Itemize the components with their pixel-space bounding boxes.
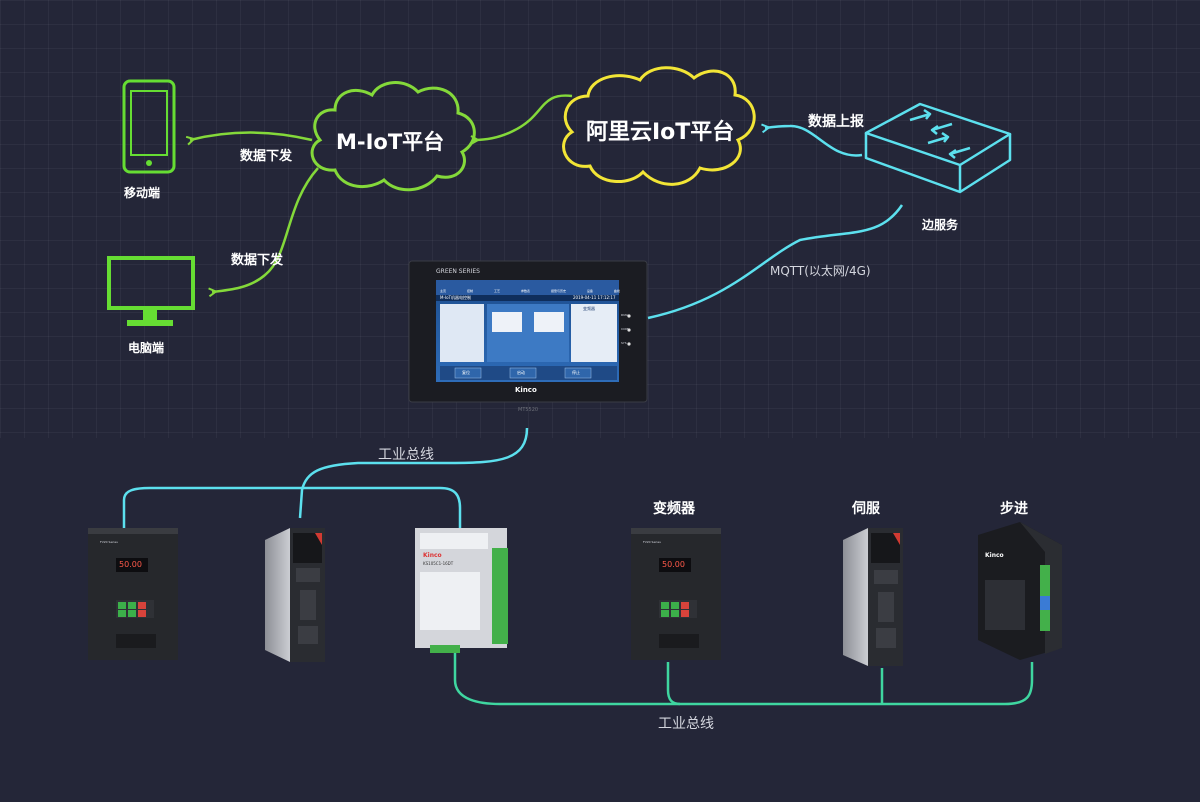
vfd-right-display: 50.00 (662, 560, 685, 569)
hmi-tab: 工艺 (493, 289, 500, 293)
hmi-status-run: RUN (621, 313, 628, 317)
hmi-title-bar: M-IoT机器电控制 (440, 295, 471, 300)
vfd-left-series: FV20 Series (100, 540, 118, 544)
hmi-tab: 参数表 (520, 289, 530, 293)
vfd-left-display: 50.00 (119, 560, 142, 569)
top-bus-line (298, 427, 529, 519)
servo-category-label: 伺服 (852, 501, 880, 517)
arrow-to-pc (212, 167, 319, 292)
bottom-bus-label: 工业总线 (658, 716, 714, 732)
vfd-category-label: 变频器 (653, 501, 695, 517)
down-to-pc-label: 数据下发 (231, 253, 284, 268)
stepper-category-label: 步进 (1000, 501, 1028, 517)
hmi-tab: 曲线 (613, 289, 620, 293)
mobile-label: 移动端 (124, 186, 161, 200)
servo-right-device (843, 528, 903, 666)
hmi-panel-title: 变频器 (583, 306, 595, 311)
monitor-icon (107, 256, 195, 326)
hmi-start-button: 启动 (517, 370, 525, 375)
edge-label: 边服务 (922, 218, 959, 232)
hmi-tab: 报警与历史 (550, 289, 566, 293)
report-up-label: 数据上报 (808, 114, 864, 130)
mqtt-label: MQTT(以太网/4G) (770, 264, 871, 278)
bottom-bus-line (453, 653, 1034, 706)
hmi-tab: 控制 (466, 289, 473, 293)
arrow-to-mobile (190, 131, 313, 141)
vfd-right-series: FV20 Series (643, 540, 661, 544)
top-bus-label: 工业总线 (378, 447, 434, 463)
io-model-text: KS105C1-16DT (423, 561, 454, 566)
hmi-series-text: GREEN SERIES (436, 268, 480, 275)
down-to-mobile-label: 数据下发 (240, 149, 293, 164)
miot-cloud-shape (310, 81, 476, 192)
hmi-footer-text: MT5520 (518, 407, 539, 413)
hmi-tab: 主页 (440, 289, 447, 293)
io-brand-text: Kinco (423, 552, 442, 559)
hmi-tab-bar: 主页 控制 工艺 参数表 报警与历史 设备 曲线 (440, 289, 620, 293)
servo-left-device (265, 528, 325, 662)
hmi-touch-panel (408, 260, 648, 403)
aliyun-cloud-shape (562, 66, 756, 186)
edge-switch-icon (864, 102, 1012, 194)
stepper-brand-text: Kinco (985, 552, 1004, 559)
hmi-tab: 设备 (586, 289, 593, 293)
mobile-phone-icon (122, 79, 176, 174)
vfd-right-device (631, 528, 721, 660)
bottom-bus-drop-vfd (666, 662, 681, 706)
arrow-aliyun-to-miot (474, 94, 573, 140)
hmi-datetime: 2019-04-11 17:12:17 (573, 295, 616, 300)
hmi-stop-button: 停止 (572, 370, 580, 375)
hmi-brand-text: Kinco (515, 386, 537, 394)
io-module-device (415, 528, 508, 653)
aliyun-cloud-label: 阿里云IoT平台 (586, 120, 735, 145)
vfd-left-device (88, 528, 178, 660)
top-bus-trunk (122, 486, 462, 528)
miot-cloud-label: M-IoT平台 (336, 130, 445, 154)
pc-label: 电脑端 (128, 341, 165, 355)
stepper-driver-device (978, 522, 1062, 660)
mqtt-link (647, 204, 904, 320)
hmi-reset-button: 复位 (462, 370, 470, 375)
arrow-edge-to-aliyun (765, 126, 863, 157)
hmi-status-com: COM (621, 327, 629, 331)
hmi-status-sys: SYS (621, 341, 627, 345)
